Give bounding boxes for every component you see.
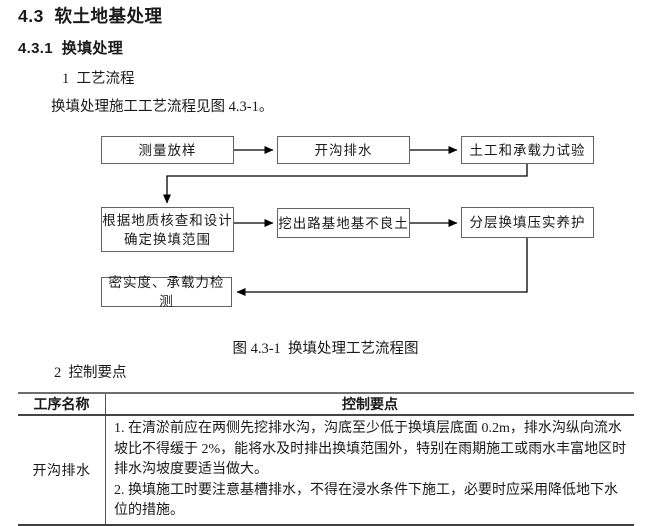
table-header-points: 控制要点 — [342, 398, 398, 413]
flow-step-excavate-soil: 挖出路基地基不良土 — [277, 208, 410, 238]
flow-step-label: 测量放样 — [138, 142, 197, 158]
flow-step-survey: 测量放样 — [101, 136, 234, 164]
flow-step-layered-fill: 分层换填压实养护 — [461, 207, 594, 238]
section-2-heading: 2 控制要点 — [54, 365, 127, 381]
control-point-1: 1. 在清淤前应在两侧先挖排水沟，沟底至少低于换填层底面 0.2m，排水沟纵向流… — [114, 421, 627, 477]
figure-caption: 图 4.3-1 换填处理工艺流程图 — [232, 341, 419, 357]
table-header-row: 工序名称 控制要点 — [18, 394, 634, 416]
flow-step-label: 土工和承载力试验 — [469, 142, 586, 158]
flow-step-label-line1: 根据地质核查和设计 — [102, 212, 233, 228]
sub-heading: 4.3.1 换填处理 — [18, 40, 123, 57]
flow-step-label-line2: 确定换填范围 — [124, 231, 211, 247]
control-point-2: 2. 换填施工时要注意基槽排水，不得在浸水条件下施工，必要时应采用降低地下水位的… — [114, 482, 618, 519]
control-points-table: 工序名称 控制要点 开沟排水 1. 在清淤前应在两侧先挖排水沟，沟底至少低于换填… — [18, 392, 634, 526]
section-1-heading: 1 工艺流程 — [62, 71, 135, 87]
flow-step-label: 密实度、承载力检测 — [108, 275, 225, 309]
flow-step-label: 分层换填压实养护 — [469, 215, 586, 230]
arrow-test-to-scope — [163, 164, 528, 204]
flow-step-bearing-test: 土工和承载力试验 — [461, 136, 594, 164]
intro-text: 换填处理施工工艺流程见图 4.3-1。 — [51, 99, 274, 115]
page-title: 4.3 软土地基处理 — [18, 6, 163, 26]
flow-step-label: 挖出路基地基不良土 — [278, 215, 409, 231]
flow-step-label: 开沟排水 — [314, 142, 373, 158]
flow-step-density-inspection: 密实度、承载力检测 — [101, 275, 232, 309]
flowchart-connectors — [163, 146, 528, 296]
table-row: 开沟排水 1. 在清淤前应在两侧先挖排水沟，沟底至少低于换填层底面 0.2m，排… — [18, 416, 634, 524]
table-cell-process: 开沟排水 — [18, 416, 106, 524]
flow-step-determine-scope: 根据地质核查和设计 确定换填范围 — [101, 207, 234, 252]
table-header-process: 工序名称 — [18, 394, 106, 414]
flow-step-ditch-drainage: 开沟排水 — [277, 136, 410, 164]
table-cell-points: 1. 在清淤前应在两侧先挖排水沟，沟底至少低于换填层底面 0.2m，排水沟纵向流… — [106, 416, 634, 524]
arrow-fill-to-inspect — [236, 238, 528, 296]
